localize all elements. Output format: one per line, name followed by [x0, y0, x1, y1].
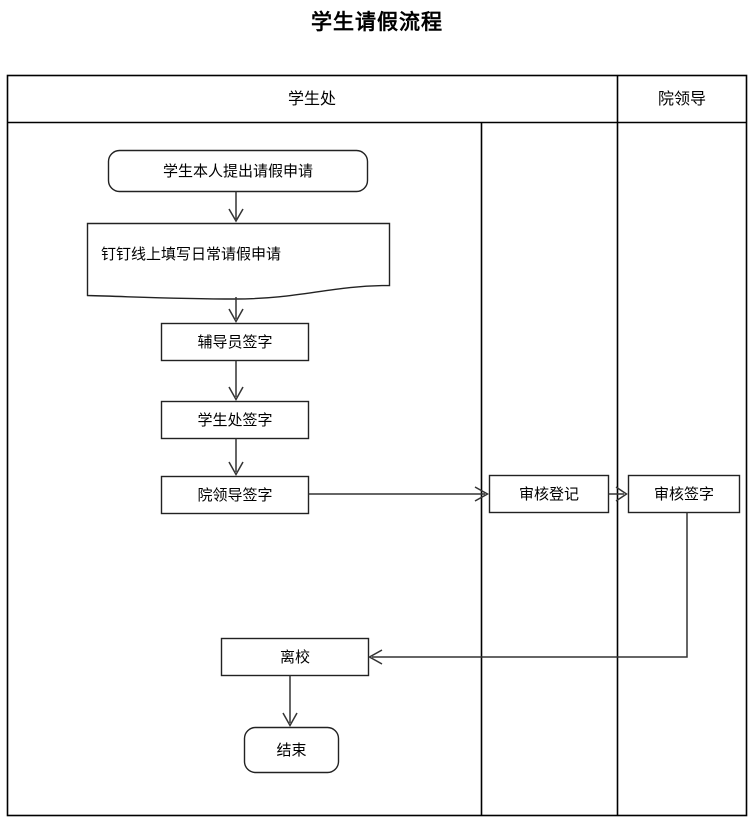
- swimlane-frame: [6, 74, 748, 817]
- node-sign-shape[interactable]: [627, 474, 741, 514]
- page-title: 学生请假流程: [311, 10, 443, 34]
- node-start-shape[interactable]: [107, 149, 369, 193]
- node-leave-shape[interactable]: [220, 637, 370, 677]
- edge-sign-to-leave: [367, 512, 688, 665]
- swimlane-header-college-leaders: 院领导: [657, 89, 706, 108]
- edge-register-to-sign: [608, 486, 628, 502]
- node-document-shape[interactable]: [86, 222, 391, 300]
- node-register-shape[interactable]: [488, 474, 610, 514]
- edge-leader-to-register: [308, 486, 490, 502]
- edge-affairs-to-leader: [228, 438, 244, 477]
- node-counselor-shape[interactable]: [160, 322, 310, 362]
- node-end-shape[interactable]: [243, 726, 340, 774]
- edge-leave-to-end: [282, 675, 298, 728]
- node-affairs-shape[interactable]: [160, 400, 310, 440]
- node-leader-shape[interactable]: [160, 475, 310, 515]
- edge-document-to-counselor: [228, 297, 244, 324]
- edge-counselor-to-affairs: [228, 360, 244, 402]
- edge-start-to-document: [228, 191, 244, 223]
- swimlane-header-student-affairs: 学生处: [287, 89, 336, 108]
